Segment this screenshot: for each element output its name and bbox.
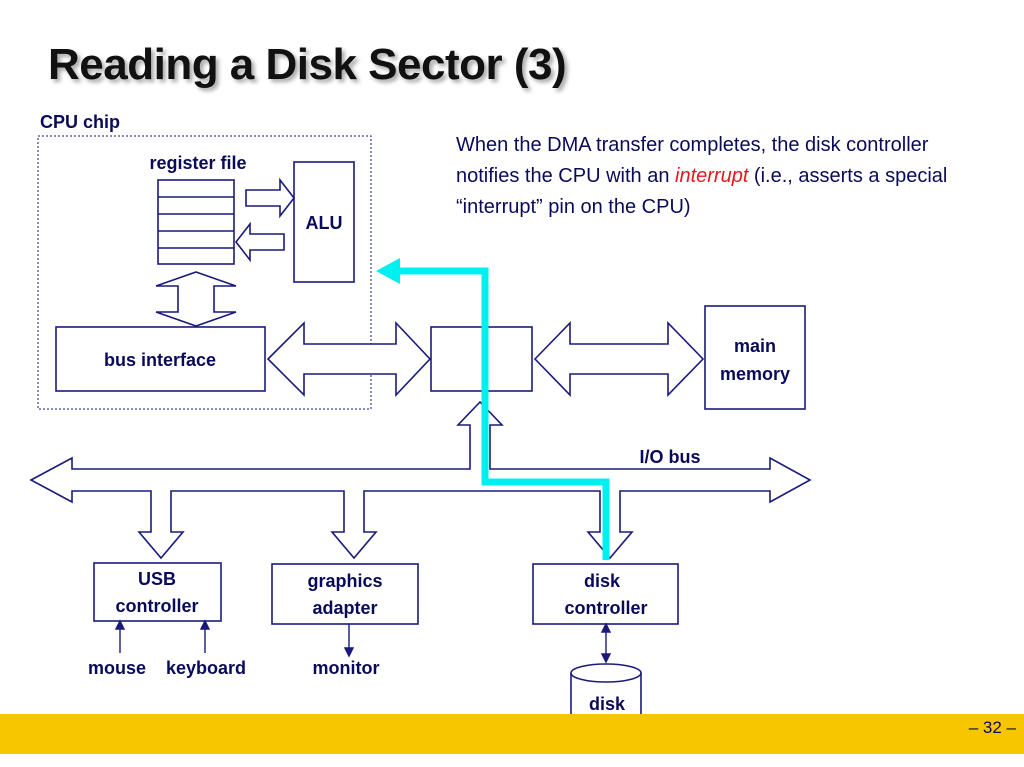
main-memory-label-1: main [734,336,776,356]
regfile-bus-arrow [155,271,237,327]
monitor-arrow [343,647,355,658]
bus-interface-box [55,326,266,392]
main-memory-box [704,305,806,410]
alu-label: ALU [306,213,343,233]
interrupt-arrowhead [376,258,400,284]
main-memory-label-2: memory [720,364,790,384]
register-file-label: register file [149,153,246,173]
memory-bus-arrow [533,321,705,397]
mouse-label: mouse [88,658,146,678]
mouse-arrow [114,619,126,630]
description-before: When the DMA transfer completes, the dis… [456,134,929,187]
description-after: (i.e., asserts a special “interrupt” pin… [456,165,948,218]
system-bus-arrow [266,320,432,398]
regfile-to-alu-arrow [245,177,296,219]
usb-label-2: controller [115,596,198,616]
cpu-chip-label: CPU chip [40,112,121,132]
keyboard-label: keyboard [166,658,246,678]
keyboard-arrow [199,619,211,630]
monitor-label: monitor [313,658,380,678]
alu-to-regfile-arrow [234,221,285,263]
disk-arrow-up [600,622,612,633]
interrupt-emphasis: interrupt [675,165,749,187]
disk-controller-box [532,563,679,625]
graphics-adapter-box [271,563,419,625]
cpu-chip-boundary [37,135,372,410]
graphics-label-2: adapter [312,598,377,618]
usb-label-1: USB [138,569,176,589]
graphics-label-1: graphics [307,571,382,591]
interrupt-path [376,258,610,560]
disk-controller-label-2: controller [564,598,647,618]
slide-title: Reading a Disk Sector (3) [48,40,567,89]
disk-arrow-down [600,653,612,664]
usb-controller-box [93,562,222,622]
bus-interface-label: bus interface [104,350,216,370]
register-file [157,179,235,265]
description-text: When the DMA transfer completes, the dis… [456,130,956,223]
io-bus-label: I/O bus [639,447,700,467]
disk-label: disk [589,694,626,714]
alu-box [293,161,355,283]
disk-controller-label-1: disk [584,571,621,591]
io-bus [29,400,812,560]
footer-bar [0,714,1024,754]
page-number: – 32 – [968,718,1016,737]
